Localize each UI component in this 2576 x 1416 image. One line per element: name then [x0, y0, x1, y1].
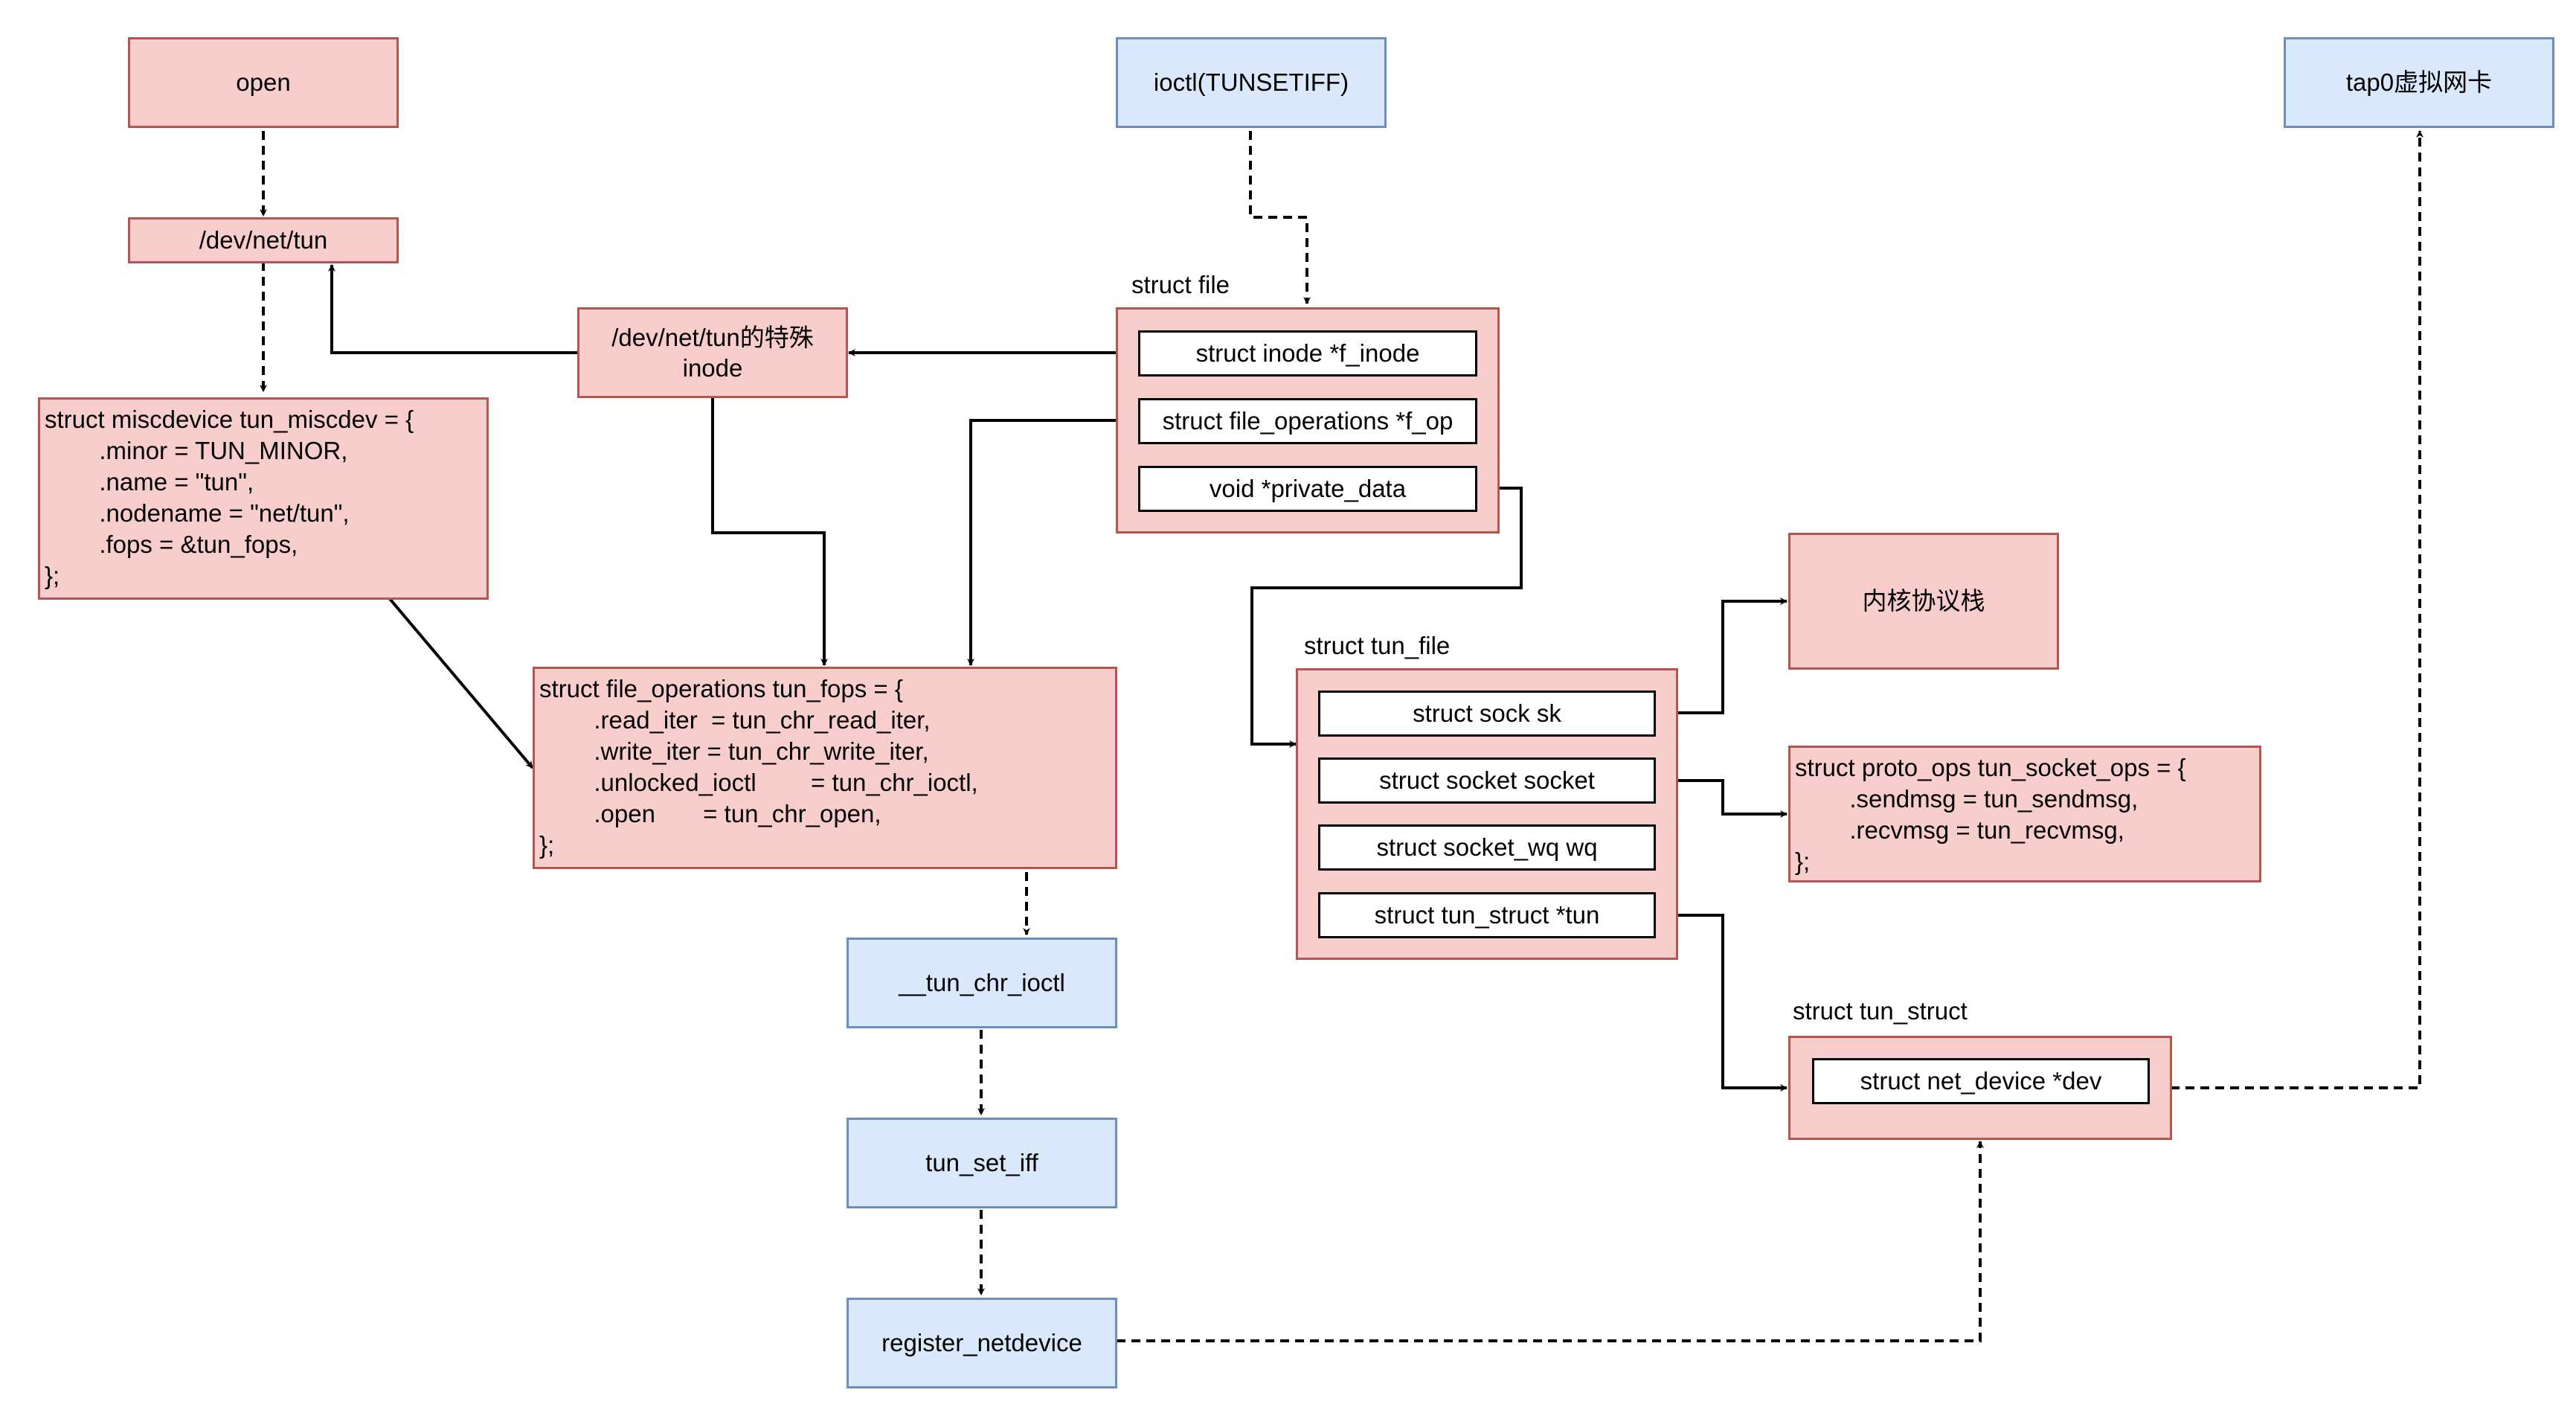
struct-file-title: struct file [1131, 271, 1230, 298]
ioctl-label: ioctl(TUNSETIFF) [1153, 68, 1349, 97]
arrow-socket-to-protoops [1655, 779, 1788, 818]
arrow-netdevice-to-tap0 [2171, 130, 2424, 1089]
socket-wq-field: struct socket_wq wq [1318, 824, 1656, 871]
arrow-tunptr-to-tunstruct [1655, 914, 1788, 1092]
tun-set-iff-label: tun_set_iff [925, 1149, 1038, 1177]
arrow-registernetdevice-to-tunstruct [1117, 1141, 1984, 1342]
dev-net-tun-node: /dev/net/tun [128, 217, 399, 263]
proto-ops-node: struct proto_ops tun_socket_ops = { .sen… [1788, 746, 2261, 882]
tap0-label: tap0虚拟网卡 [2345, 68, 2493, 97]
kernel-stack-label: 内核协议栈 [1862, 587, 1985, 615]
arrow-ioctl-to-structfile [1249, 131, 1311, 304]
arrow-socksk-to-kernelstack [1655, 598, 1788, 714]
register-netdevice-node: register_netdevice [847, 1298, 1117, 1388]
open-node: open [128, 37, 399, 128]
private-data-field: void *private_data [1138, 466, 1477, 512]
open-label: open [236, 68, 291, 97]
kernel-stack-node: 内核协议栈 [1788, 533, 2059, 670]
register-netdevice-label: register_netdevice [881, 1329, 1082, 1357]
tun-file-title: struct tun_file [1304, 632, 1451, 659]
socket-field: struct socket socket [1318, 757, 1656, 804]
f-op-field: struct file_operations *f_op [1138, 398, 1477, 444]
tun-struct-ptr-field: struct tun_struct *tun [1318, 892, 1656, 938]
sock-sk-field: struct sock sk [1318, 691, 1656, 737]
tap0-node: tap0虚拟网卡 [2284, 37, 2554, 128]
ioctl-node: ioctl(TUNSETIFF) [1116, 37, 1387, 128]
arrow-privatedata-to-tunfile [1250, 487, 1523, 748]
special-inode-node: /dev/net/tun的特殊 inode [577, 307, 848, 398]
miscdevice-node: struct miscdevice tun_miscdev = { .minor… [38, 397, 489, 600]
tun-struct-title: struct tun_struct [1793, 997, 1968, 1025]
tun-chr-ioctl-label: __tun_chr_ioctl [899, 969, 1065, 997]
f-inode-field: struct inode *f_inode [1138, 330, 1477, 377]
dev-net-tun-label: /dev/net/tun [199, 226, 328, 254]
special-inode-label: /dev/net/tun的特殊 inode [611, 323, 814, 382]
tun-set-iff-node: tun_set_iff [847, 1118, 1117, 1208]
arrow-fop-to-tunfops [967, 419, 1138, 666]
arrow-inode-to-devnettun [328, 264, 577, 354]
arrow-specialinode-to-tunfops [711, 397, 828, 666]
net-device-field: struct net_device *dev [1812, 1058, 2150, 1104]
tun-fops-node: struct file_operations tun_fops = { .rea… [533, 667, 1117, 869]
tun-chr-ioctl-node: __tun_chr_ioctl [847, 938, 1117, 1028]
